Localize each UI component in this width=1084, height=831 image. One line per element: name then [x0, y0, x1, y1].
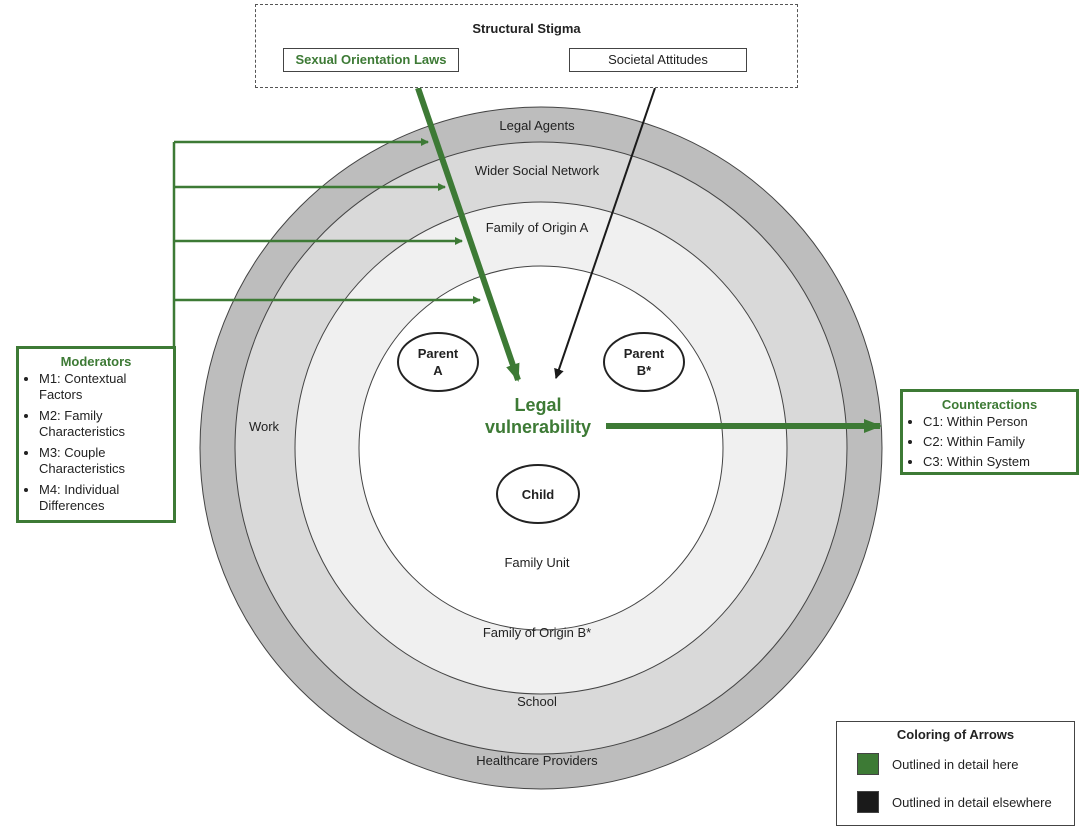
- legal-vulnerability-line-1: Legal: [514, 395, 561, 415]
- arrow-color-legend: Coloring of Arrows Outlined in detail he…: [836, 721, 1075, 826]
- ring-label-family-of-origin-a: Family of Origin A: [486, 220, 589, 235]
- legend-row-green: Outlined in detail here: [857, 752, 1018, 776]
- counteractions-list: C1: Within Person C2: Within Family C3: …: [907, 414, 1072, 470]
- parent-b-label-1: Parent: [624, 346, 665, 361]
- laws-to-vulnerability-arrow: [415, 87, 521, 382]
- structural-stigma-title: Structural Stigma: [472, 21, 581, 36]
- moderator-item: M1: Contextual Factors: [39, 371, 169, 403]
- moderator-arrows: [172, 138, 481, 346]
- parent-b-node: [603, 332, 685, 392]
- child-node: [496, 464, 580, 524]
- legal-vulnerability-line-2: vulnerability: [485, 417, 591, 437]
- ring-label-school: School: [517, 694, 557, 709]
- parent-a-label-1: Parent: [418, 346, 459, 361]
- legend-label-green: Outlined in detail here: [892, 756, 1019, 772]
- sexual-orientation-laws-box: Sexual Orientation Laws: [283, 48, 459, 72]
- societal-attitudes-box: Societal Attitudes: [569, 48, 747, 72]
- structural-stigma-box: Structural Stigma Sexual Orientation Law…: [255, 4, 798, 88]
- ring-label-legal-agents: Legal Agents: [499, 118, 575, 133]
- counteractions-title: Counteractions: [941, 397, 1038, 412]
- legend-swatch-green: [857, 753, 879, 775]
- ring-inner: [358, 265, 724, 631]
- ring-label-family-of-origin-b: Family of Origin B*: [483, 625, 591, 640]
- parent-a-node: [397, 332, 479, 392]
- moderator-item: M3: Couple Characteristics: [39, 445, 169, 477]
- parent-b-label-2: B*: [637, 363, 652, 378]
- ring-label-healthcare-providers: Healthcare Providers: [476, 753, 598, 768]
- attitudes-to-vulnerability-arrow: [554, 87, 656, 379]
- counteraction-item: C2: Within Family: [923, 434, 1072, 450]
- child-label: Child: [522, 487, 555, 502]
- legend-swatch-black: [857, 791, 879, 813]
- ring-label-work: Work: [249, 419, 280, 434]
- legend-row-black: Outlined in detail elsewhere: [857, 790, 1052, 814]
- moderators-title: Moderators: [60, 354, 132, 369]
- moderators-box: Moderators M1: Contextual Factors M2: Fa…: [16, 346, 176, 523]
- counteraction-item: C1: Within Person: [923, 414, 1072, 430]
- counteraction-item: C3: Within System: [923, 454, 1072, 470]
- moderator-item: M2: Family Characteristics: [39, 408, 169, 440]
- ring-label-family-unit: Family Unit: [504, 555, 569, 570]
- legend-title: Coloring of Arrows: [896, 727, 1015, 742]
- ring-label-wider-social-network: Wider Social Network: [475, 163, 600, 178]
- legend-label-black: Outlined in detail elsewhere: [892, 794, 1052, 810]
- parent-a-label-2: A: [433, 363, 443, 378]
- moderators-list: M1: Contextual Factors M2: Family Charac…: [23, 371, 169, 514]
- moderator-item: M4: Individual Differences: [39, 482, 169, 514]
- counteractions-box: Counteractions C1: Within Person C2: Wit…: [900, 389, 1079, 475]
